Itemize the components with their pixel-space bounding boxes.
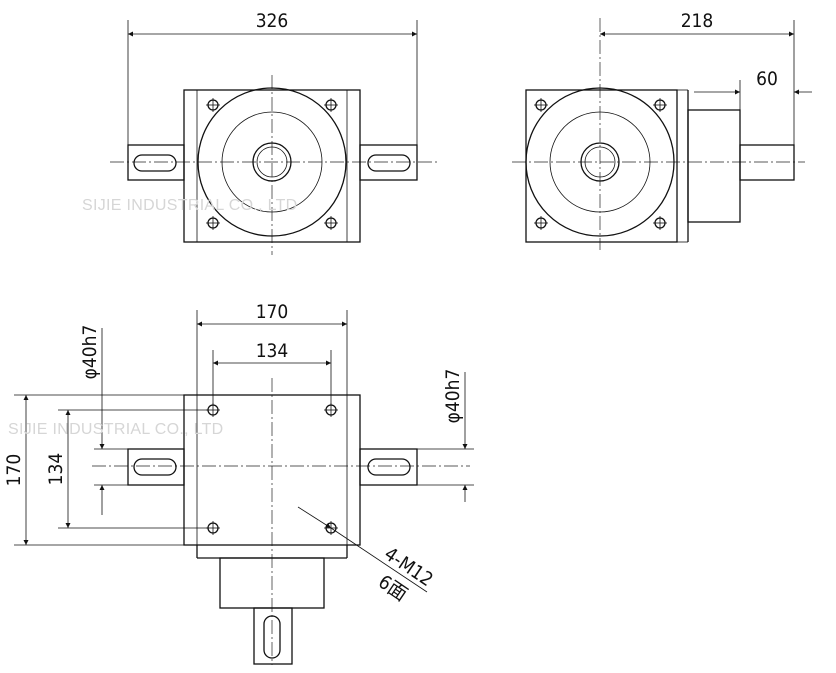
side-output-shaft [739,144,795,181]
dim-side-shaft: 60 [756,68,778,90]
top-left-shaft [127,448,185,486]
side-flange-circle [525,87,675,237]
front-bolt-holes [206,98,338,230]
dim-right-shaft-diameter: φ40h7 [442,369,464,424]
dim-top-width: 170 [256,301,289,323]
dim-top-bolt-spacing-v: 134 [45,453,67,486]
top-view: 170 134 170 134 φ40h7 φ40h7 4-M12 6面 [3,301,474,665]
top-right-shaft [359,448,418,486]
dim-front-width: 326 [256,10,289,32]
dim-left-shaft-diameter: φ40h7 [79,325,101,380]
dim-top-height: 170 [3,454,25,487]
top-bolt-holes [206,403,338,535]
front-right-shaft [359,144,418,181]
side-bolt-holes [534,98,667,230]
side-view: 218 60 [512,10,812,250]
front-flange-circle [197,87,347,237]
side-bearing-housing [687,109,741,223]
dim-top-bolt-spacing-h: 134 [256,340,289,362]
top-bottom-bearing-and-shaft [219,557,325,665]
front-left-shaft [127,144,185,181]
dim-side-width: 218 [681,10,714,32]
side-housing [525,89,678,243]
watermark-top: SIJIE INDUSTRIAL CO., LTD [8,421,224,438]
watermark-front: SIJIE INDUSTRIAL CO., LTD [82,197,298,214]
front-view: 326 [110,10,438,255]
